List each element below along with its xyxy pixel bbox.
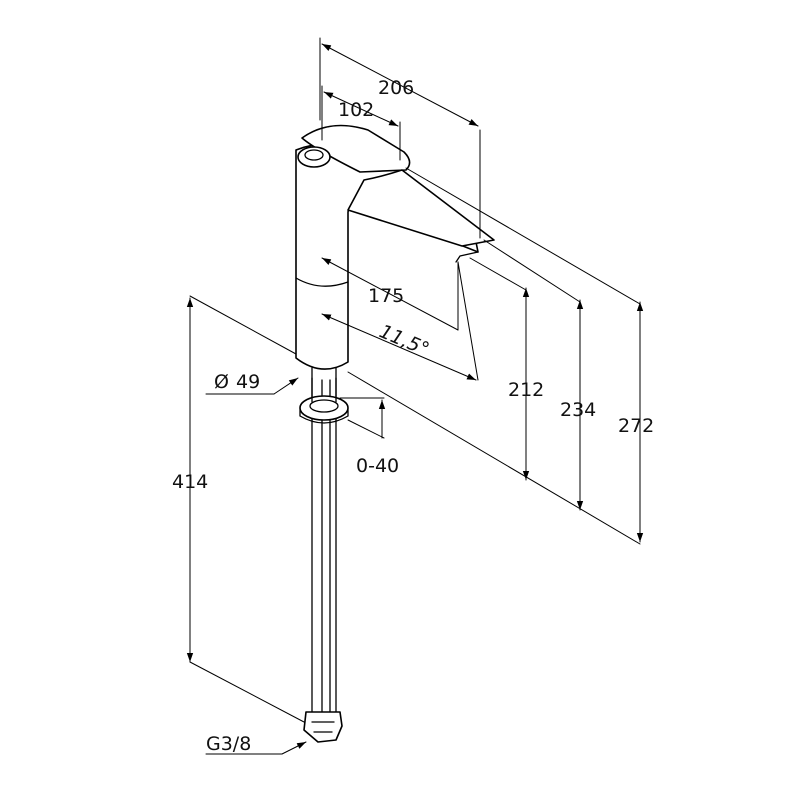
- dimension-lines: [186, 37, 644, 755]
- hose-end-fitting: [303, 711, 343, 743]
- label-102: 102: [338, 99, 374, 121]
- label-angle: 11,5°: [376, 320, 432, 360]
- label-414: 414: [172, 471, 208, 493]
- supply-hose: [311, 377, 337, 713]
- dimension-labels: 206 102 175 11,5° Ø 49 0-40 212 234 272 …: [172, 77, 654, 755]
- label-0-40: 0-40: [356, 455, 399, 477]
- label-234: 234: [560, 399, 596, 421]
- label-175: 175: [368, 285, 404, 307]
- label-206: 206: [378, 77, 414, 99]
- label-212: 212: [508, 379, 544, 401]
- label-diameter-symbol: Ø: [214, 371, 229, 393]
- label-thread: G3/8: [206, 733, 251, 755]
- label-diameter: 49: [236, 371, 260, 393]
- label-272: 272: [618, 415, 654, 437]
- faucet-outline: [295, 124, 495, 743]
